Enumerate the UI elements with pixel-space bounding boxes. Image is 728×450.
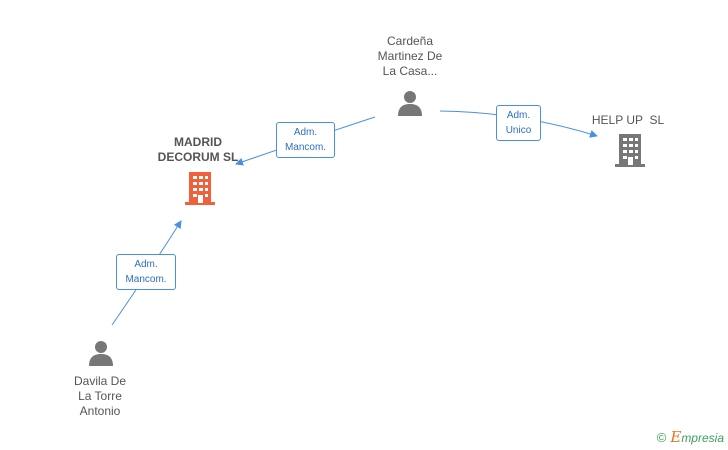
person-icon[interactable] <box>396 89 424 117</box>
top-person-name[interactable]: Cardeña Martinez De La Casa... <box>377 34 443 78</box>
other-company-name[interactable]: HELP UP SL <box>591 113 665 127</box>
empresia-credit[interactable]: ©Empresia <box>657 428 724 446</box>
bottom-person-name[interactable]: Davila De La Torre Antonio <box>73 374 127 418</box>
edge-label-top-to-main: Adm. Mancom. <box>276 122 335 158</box>
brand-name: mpresia <box>681 431 724 445</box>
person-icon[interactable] <box>87 339 115 367</box>
brand-initial: E <box>670 428 682 446</box>
edge-label-bottom-to-main: Adm. Mancom. <box>116 254 176 290</box>
copyright-icon: © <box>656 430 667 445</box>
building-icon[interactable] <box>614 133 646 167</box>
main-company-name[interactable]: MADRID DECORUM SL <box>157 135 239 164</box>
edge-label-top-to-other: Adm. Unico <box>496 105 541 141</box>
building-icon[interactable] <box>184 171 216 205</box>
